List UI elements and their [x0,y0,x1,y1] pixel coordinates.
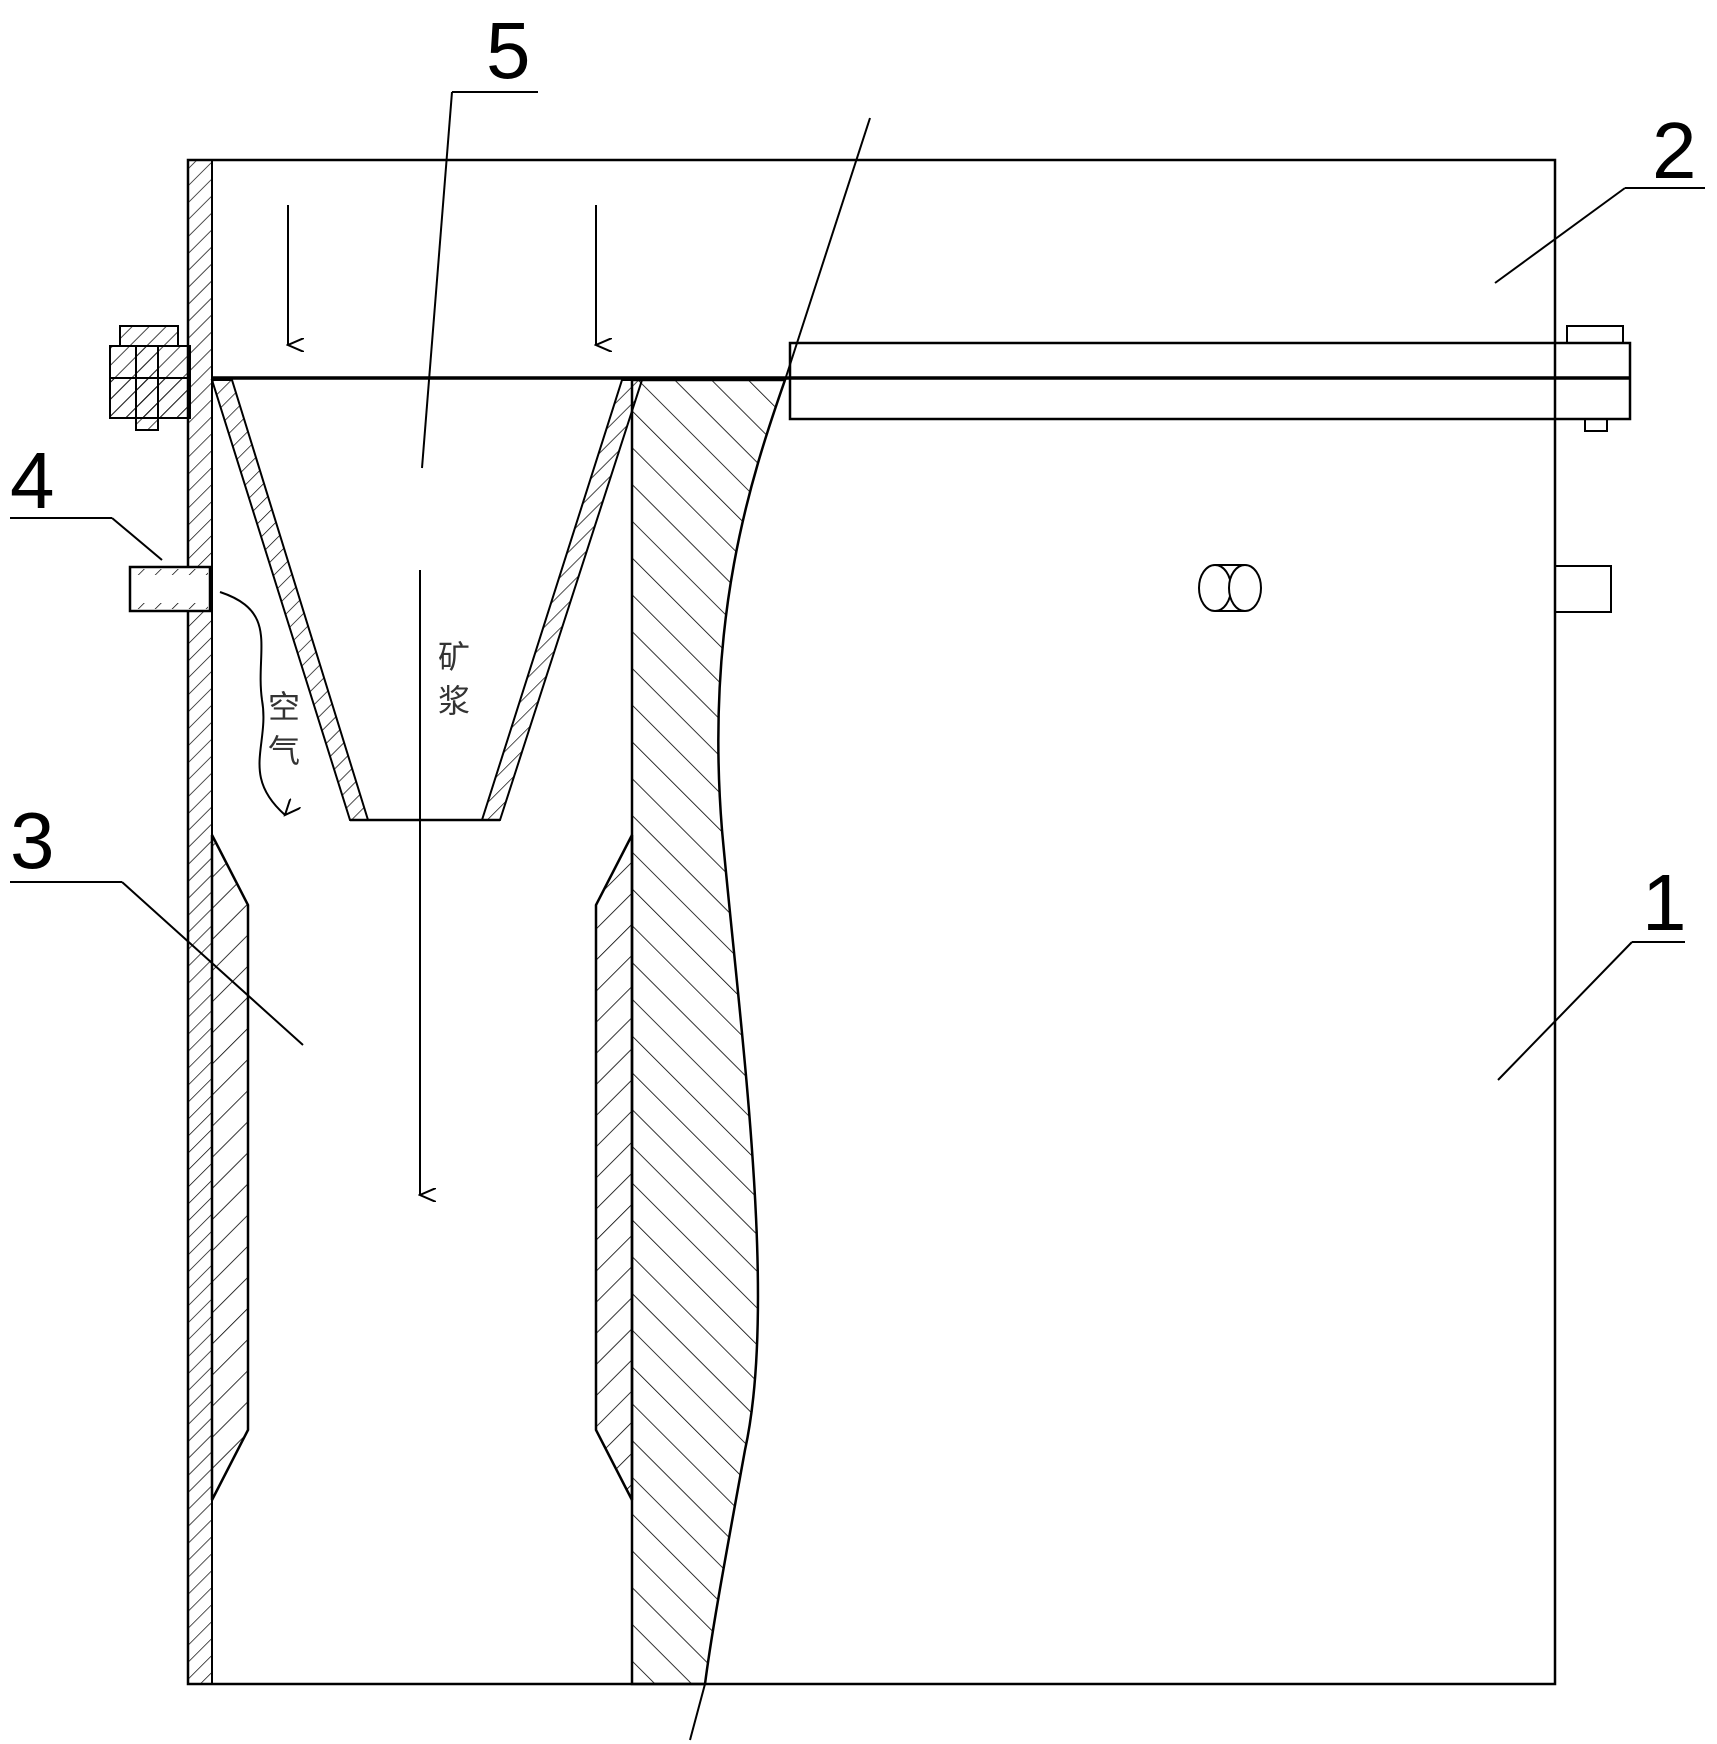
right-side-nub [1554,565,1612,613]
break-line-lower [689,1683,706,1741]
left-bolt [109,325,191,431]
small-cylinder-port [1198,564,1262,612]
air-label-2: 气 [268,732,300,770]
callout-3: 3 [10,796,304,1046]
callout-2: 2 [1494,106,1705,284]
svg-text:4: 4 [10,436,55,525]
callout-1: 1 [1497,858,1687,1081]
svg-text:3: 3 [10,796,55,885]
outer-housing [186,158,1557,1686]
slurry-label-1: 矿 [438,638,470,676]
air-inlet-pipe-wall-bottom [132,603,208,609]
callout-4: 4 [10,436,163,561]
callout-5: 5 [421,6,538,469]
svg-text:2: 2 [1652,106,1697,195]
flange-plate-right [788,341,1632,421]
break-line-upper [784,117,871,381]
air-inlet-pipe-wall-top [132,569,208,575]
right-throat-liner [594,834,634,1501]
air-label-1: 空 [268,688,300,726]
slurry-label-2: 浆 [438,682,470,720]
air-flow-arrow [219,591,285,815]
svg-text:1: 1 [1642,858,1687,947]
central-divider-wall [630,378,787,1686]
right-bolt [1566,325,1624,432]
left-wall-section [187,159,213,1685]
svg-text:5: 5 [486,6,531,95]
left-throat-liner [210,834,250,1501]
